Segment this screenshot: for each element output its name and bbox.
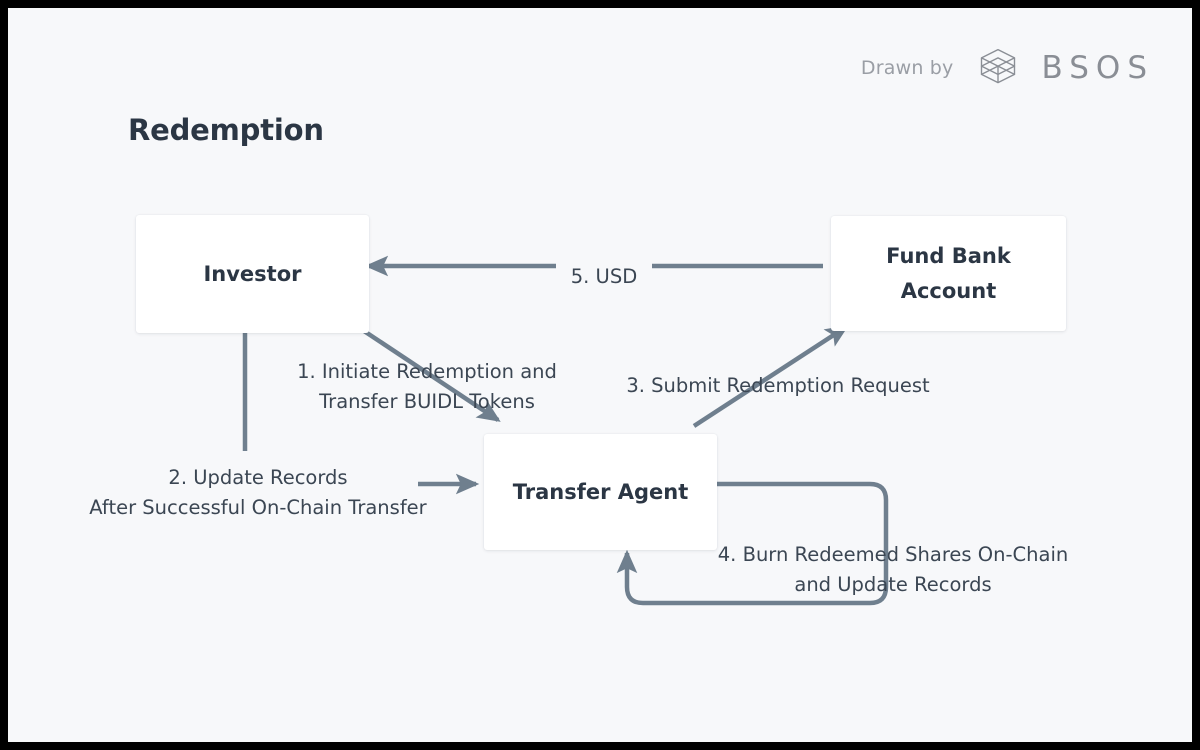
node-fund-bank-account[interactable]: Fund Bank Account (831, 216, 1066, 331)
drawn-by-label: Drawn by (860, 57, 954, 79)
bsos-stacked-cube-logo-icon (980, 48, 1015, 84)
edge-label-3: 3. Submit Redemption Request (626, 374, 930, 397)
edge-label-4: 4. Burn Redeemed Shares On-Chain and Upd… (717, 543, 1069, 597)
edge-label-2: 2. Update Records After Successful On-Ch… (89, 466, 427, 520)
bsos-wordmark: BSOS (1041, 50, 1154, 86)
diagram-canvas: Drawn by BSOS Redemption (8, 8, 1192, 742)
node-transfer-agent[interactable]: Transfer Agent (484, 434, 717, 550)
node-investor[interactable]: Investor (136, 215, 369, 333)
edge-label-5: 5. USD (556, 262, 652, 293)
edge-label-1: 1. Initiate Redemption and Transfer BUID… (297, 360, 557, 414)
node-fund-bank-account-label: Fund Bank Account (886, 244, 1011, 303)
brand-attribution: Drawn by BSOS (861, 46, 1154, 90)
page-title: Redemption (128, 113, 324, 147)
node-investor-label: Investor (203, 261, 302, 286)
node-transfer-agent-label: Transfer Agent (512, 479, 689, 504)
